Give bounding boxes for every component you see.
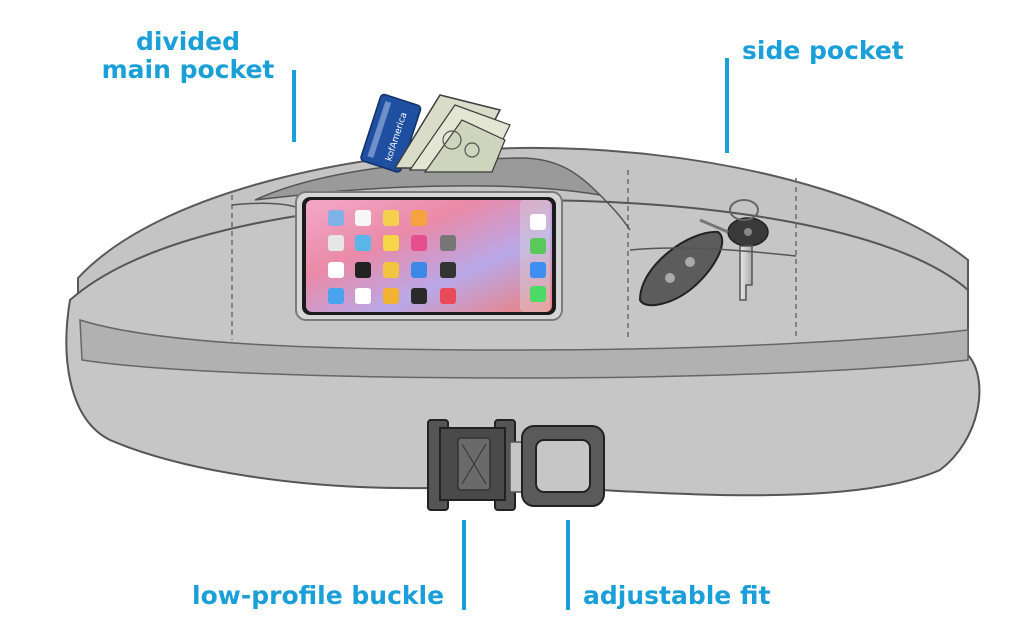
phone-app-icons — [328, 210, 546, 304]
buckle-assembly — [427, 419, 605, 511]
callout-divided-main-pocket: divided main pocket — [100, 28, 276, 84]
cash-bills — [393, 94, 511, 173]
callout-line-buckle — [462, 520, 466, 610]
callout-adjustable-fit: adjustable fit — [583, 581, 771, 610]
callout-low-profile-buckle: low-profile buckle — [192, 581, 445, 610]
car-keys — [638, 199, 769, 307]
callout-divided-line1: divided — [135, 27, 241, 56]
belt-inner-band — [79, 318, 969, 379]
callout-line-fit — [566, 520, 570, 610]
callout-line-divided — [292, 70, 296, 142]
side-pocket-opening — [629, 247, 797, 257]
callout-line-side — [725, 58, 729, 153]
callout-divided-line2: main pocket — [101, 55, 275, 84]
pocket-fold-right — [599, 194, 631, 231]
callout-side-pocket: side pocket — [742, 36, 904, 65]
